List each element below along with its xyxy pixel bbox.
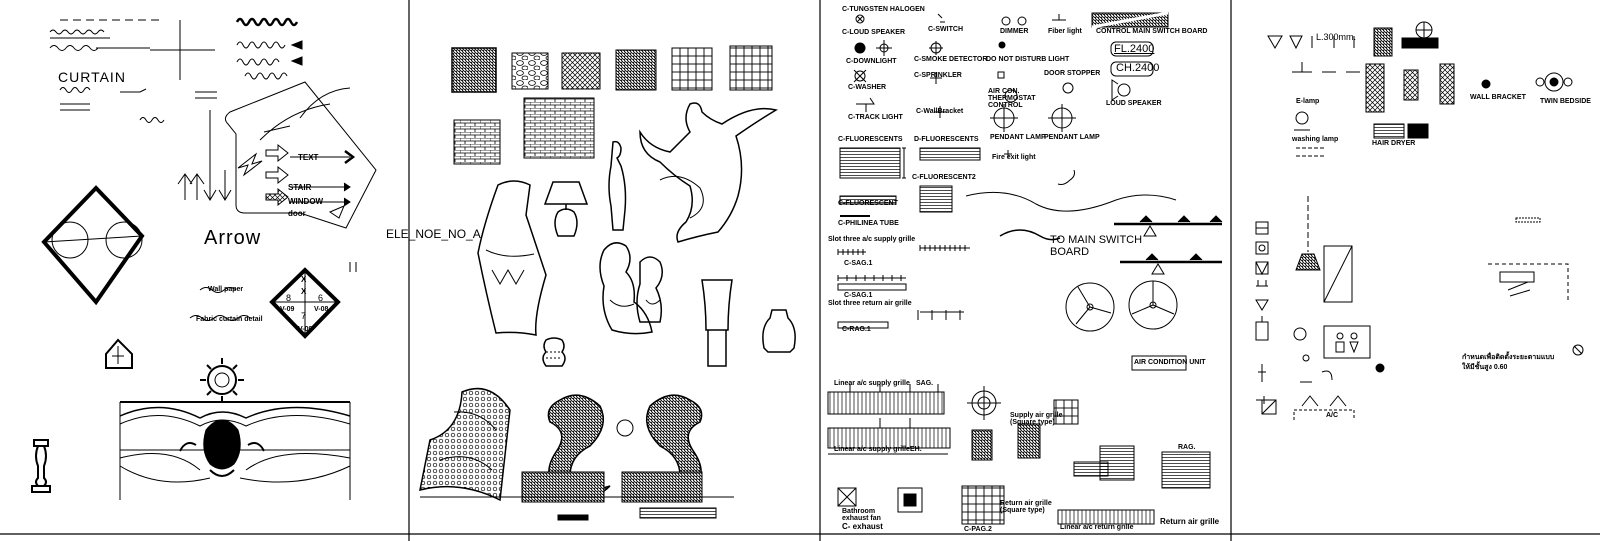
fluorescent-2-label: D-FLUORESCENTS	[914, 136, 979, 143]
panel-2-graphics	[419, 45, 796, 521]
stair-arrow-label: STAIR	[288, 183, 312, 192]
ac-label: A/C	[1326, 412, 1339, 419]
sag-label: SAG.	[916, 380, 934, 387]
tag-7: 7	[301, 311, 307, 321]
tag-8: 8	[286, 293, 292, 303]
door-arrow-label: door	[288, 209, 306, 218]
return-square-label: Return air grille (Square type)	[1000, 500, 1052, 514]
dimension-ticks	[837, 245, 966, 281]
bathroom-exhaust-label: Bathroom exhaust fan	[842, 508, 881, 522]
arrow-label: Arrow	[204, 227, 262, 249]
supply-square-label: Supply air grille (Square type)	[1010, 412, 1063, 426]
tag-6: 6	[318, 293, 324, 303]
fabric-note-label: Fabric curtain detail	[196, 316, 263, 323]
exhaust-label: C- exhaust	[842, 522, 883, 531]
sag-2-label: C-SAG.1	[844, 292, 873, 299]
thermostat-label: AIR CON. THERMOSTAT CONTROL	[988, 88, 1036, 109]
linear-return-label: Linear a/c return grille	[1060, 524, 1134, 531]
washing-lamp-label: washing lamp	[1292, 136, 1339, 143]
philinea-label: C-PHILINEA TUBE	[838, 220, 899, 227]
slot-return-label: Slot three return air grille	[828, 300, 912, 307]
window-arrow-label: WINDOW	[288, 197, 324, 206]
door-stopper-label: DOOR STOPPER	[1044, 70, 1101, 77]
text-arrow-label: TEXT	[298, 153, 319, 162]
fluorescent-1-label: C-FLUORESCENTS	[838, 136, 903, 143]
thai-note-1: กำหนดเพื่อติดตั้งระยะตามแบบ	[1462, 354, 1555, 361]
halogen-label: C-TUNGSTEN HALOGEN	[842, 6, 925, 13]
tag-v09-bottom: V-09	[298, 326, 313, 333]
dimmer-label: DIMMER	[1000, 28, 1029, 35]
tag-v09: V-09	[280, 306, 295, 313]
fl2400-label: FL.2400	[1114, 43, 1155, 55]
e-lamp-label: E-lamp	[1296, 98, 1320, 105]
loud-speaker-label: C-LOUD SPEAKER	[842, 29, 906, 36]
panel-1-graphics	[31, 17, 377, 500]
downlight-label: C-DOWNLIGHT	[846, 58, 897, 65]
track-light-label: C-TRACK LIGHT	[848, 114, 903, 121]
washer-label: C-WASHER	[848, 84, 887, 91]
curtain-label: CURTAIN	[58, 69, 126, 85]
pendant-lamp-2-label: PENDANT LAMP	[1044, 134, 1100, 141]
rag-1-label: C-RAG.1	[842, 326, 871, 333]
rag-label: RAG.	[1178, 444, 1196, 451]
return-grille-label: Return air grille	[1160, 517, 1220, 526]
loud-speaker-2-label: LOUD SPEAKER	[1106, 100, 1162, 107]
thai-note-2: ให้มีชั้นสูง 0.60	[1462, 364, 1508, 371]
wall-paper-label: Wall paper	[208, 286, 244, 293]
fluorescent-4-label: C-FLUORESCENT	[838, 200, 898, 207]
fiber-label: Fiber light	[1048, 28, 1082, 35]
ele-block-label: ELE_NOE_NO_A	[386, 227, 481, 241]
sprinkler-label: C-SPRINKLER	[914, 72, 962, 79]
twin-bedside-label: TWIN BEDSIDE	[1540, 98, 1591, 105]
pendant-lamp-1-label: PENDANT LAMP	[990, 134, 1046, 141]
linear-supply-2-label: Linear a/c supply grille	[834, 446, 910, 453]
panel-4-graphics	[1255, 21, 1584, 420]
do-not-disturb-label: DO NOT DISTURB LIGHT	[986, 56, 1070, 63]
control-board-label: CONTROL MAIN SWITCH BOARD	[1096, 28, 1208, 35]
hair-dryer-label: HAIR DRYER	[1372, 140, 1416, 147]
sag-1-label: C-SAG.1	[844, 260, 873, 267]
tag-v08: V-08	[314, 306, 329, 313]
slot-supply-label: Slot three a/c supply grille	[828, 236, 916, 243]
pag2-label: C-PAG.2	[964, 526, 992, 533]
wall-bracket-4-label: WALL BRACKET	[1470, 94, 1526, 101]
smoke-label: C-SMOKE DETECTOR	[914, 56, 988, 63]
panel-3-graphics	[827, 11, 1223, 525]
wall-bracket-label: C-WallBracket	[916, 108, 964, 115]
fluorescent-3-label: C-FLUORESCENT2	[912, 174, 976, 181]
eh-label: EH.	[910, 446, 922, 453]
ch2400-label: CH.2400	[1116, 62, 1160, 74]
switch-label: C-SWITCH	[928, 26, 963, 33]
main-switch-label: TO MAIN SWITCH BOARD	[1050, 234, 1143, 259]
tag-x-bottom: X	[301, 287, 307, 296]
level-label: L.300mm.	[1316, 32, 1357, 42]
fire-exit-label: Fire exit light	[992, 154, 1036, 161]
linear-supply-1-label: Linear a/c supply grille	[834, 380, 910, 387]
tag-x-top: X	[301, 275, 307, 284]
air-condition-label: AIR CONDITION UNIT	[1134, 359, 1206, 366]
